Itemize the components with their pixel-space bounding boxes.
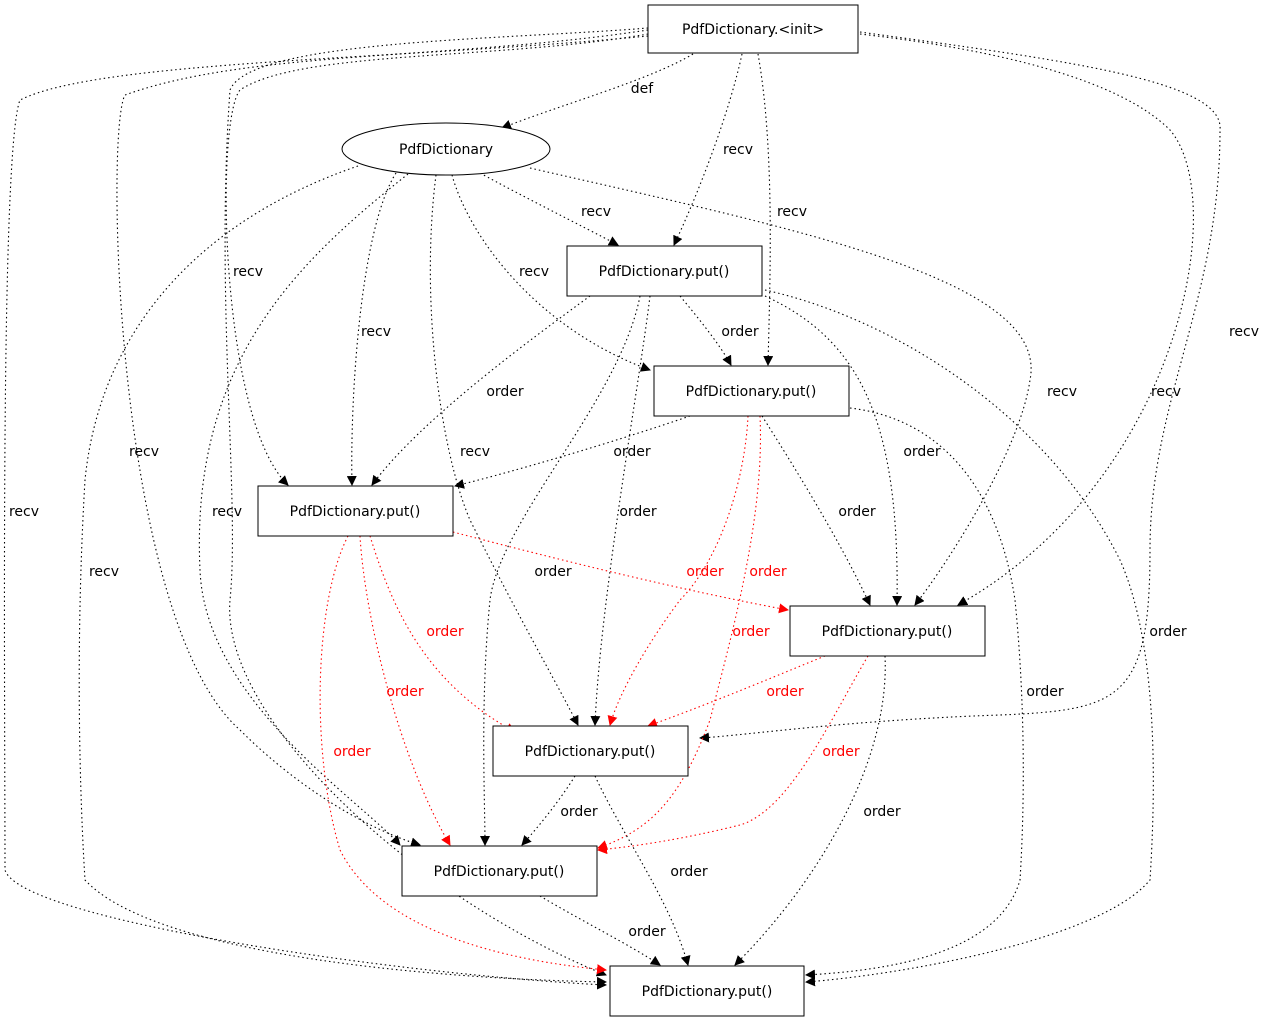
edge-label-recv: recv [1151,384,1181,400]
edge-put1-to-put2 [679,295,732,366]
edge-label-recv: recv [129,444,159,460]
edge-put4-to-put6 [597,655,869,855]
edge-label-order: order [386,684,424,700]
edge-init-to-put5 [116,29,649,848]
edge-label-def: def [631,81,655,97]
edge-init-to-put1 [673,53,743,246]
edge-label-recv: recv [361,324,391,340]
edge-label-order: order [1026,684,1064,700]
node-init: PdfDictionary.<init> [647,4,859,54]
edge-label-order: order [732,624,770,640]
edge-put1-to-put4 [764,295,903,606]
edge-init-to-put7 [699,31,1221,743]
edge-dict-to-put1 [479,172,619,246]
node-put6: PdfDictionary.put() [401,845,598,897]
node-put6-label: PdfDictionary.put() [434,864,565,880]
node-put3: PdfDictionary.put() [257,485,454,537]
node-put1-label: PdfDictionary.put() [599,264,730,280]
edge-label-order: order [426,624,464,640]
edge-put3-to-put6 [359,535,451,846]
edge-labels-layer: def recv recv recv recv recv recv recv recv recv r… [9,81,1259,940]
edge-label-order: order [822,744,860,760]
edge-label-order: order [560,804,598,820]
edge-label-order: order [766,684,804,700]
edge-label-recv: recv [460,444,490,460]
edge-label-recv: recv [212,504,242,520]
node-dict-label: PdfDictionary [399,142,493,158]
edge-put1-to-put7 [764,289,1154,987]
edge-init-to-dict [501,53,694,130]
edge-label-order: order [721,324,759,340]
edge-dict-to-put6 [198,173,409,846]
edge-dict-to-put7 [78,165,607,987]
edge-put1-to-put5 [590,295,651,726]
node-put4-label: PdfDictionary.put() [822,624,953,640]
node-put7-label: PdfDictionary.put() [642,984,773,1000]
edge-label-order: order [863,804,901,820]
node-init-label: PdfDictionary.<init> [682,22,824,38]
edge-init-to-put4 [859,33,1194,606]
node-put5: PdfDictionary.put() [492,725,689,777]
edge-label-order: order [838,504,876,520]
edge-init-to-put3 [225,33,649,486]
node-put5-label: PdfDictionary.put() [525,744,656,760]
edge-label-order: order [619,504,657,520]
edge-put1-to-put6 [479,295,641,846]
node-put4: PdfDictionary.put() [789,605,986,657]
node-put2: PdfDictionary.put() [653,365,850,417]
edge-label-recv: recv [723,142,753,158]
edge-label-order: order [686,564,724,580]
edge-put2-to-put7 [805,407,1024,980]
edge-label-recv: recv [233,264,263,280]
node-dict: PdfDictionary [341,122,551,176]
edge-put4-to-put5 [647,655,826,728]
edge-label-order: order [486,384,524,400]
node-put3-label: PdfDictionary.put() [290,504,421,520]
edge-label-recv: recv [89,564,119,580]
edge-put1-to-put3 [371,295,591,486]
edge-dict-to-put5 [429,174,579,726]
edge-dict-to-put4 [529,167,1032,606]
edge-dict-to-put2 [451,174,651,372]
edge-label-recv: recv [777,204,807,220]
edge-label-order: order [749,564,787,580]
edge-label-recv: recv [9,504,39,520]
edge-label-order: order [670,864,708,880]
edge-label-order: order [333,744,371,760]
edge-put6-to-put7 [539,895,661,966]
edge-label-recv: recv [519,264,549,280]
edge-put3-to-put4 [452,531,789,614]
edge-label-recv: recv [581,204,611,220]
edge-label-recv: recv [1229,324,1259,340]
edge-put2-to-put3 [454,415,691,489]
edge-label-recv: recv [1047,384,1077,400]
edge-label-order: order [903,444,941,460]
node-put2-label: PdfDictionary.put() [686,384,817,400]
node-put1: PdfDictionary.put() [566,245,763,297]
edge-init-to-put6 [3,35,649,990]
edge-label-order: order [613,444,651,460]
edge-label-order: order [1149,624,1187,640]
edge-label-order: order [534,564,572,580]
edge-put2-to-put5 [607,415,749,726]
edge-label-order: order [628,924,666,940]
edge-init-to-put2 [757,53,774,366]
edges-layer [3,27,1221,990]
node-put7: PdfDictionary.put() [609,965,805,1017]
